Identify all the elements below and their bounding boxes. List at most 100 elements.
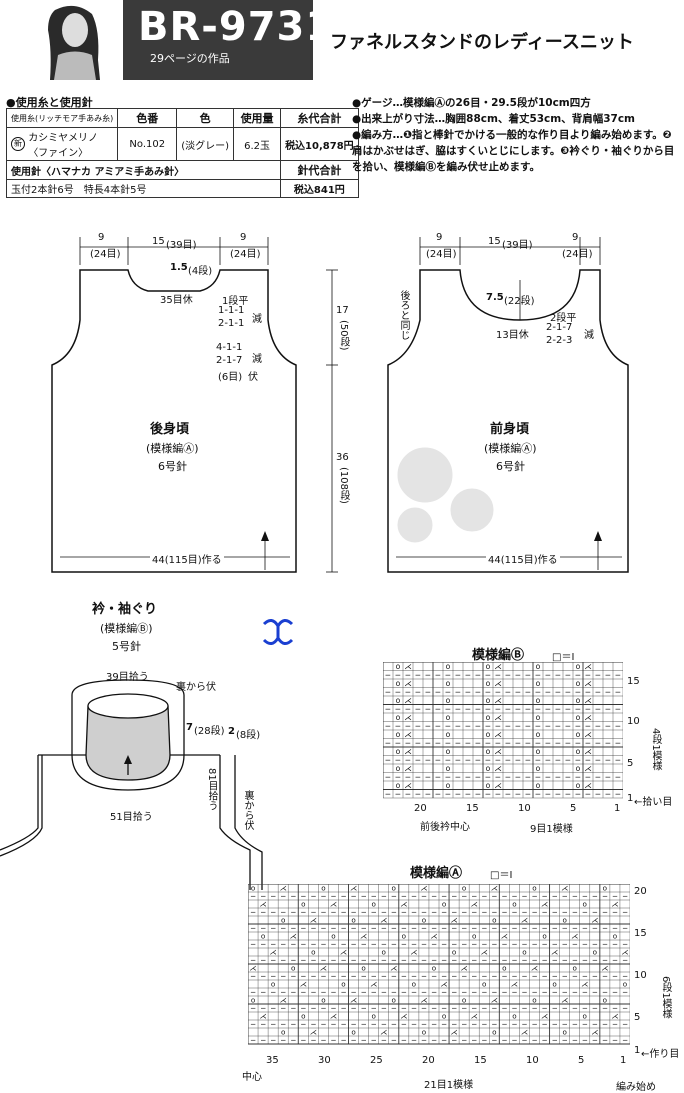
stitch-symbol: − [491, 987, 497, 996]
stitch-symbol: − [280, 1019, 286, 1028]
stitch-symbol: − [441, 971, 447, 980]
stitch-symbol: − [455, 670, 461, 679]
stitch-symbol: − [320, 923, 326, 932]
stitch-symbol: − [415, 670, 421, 679]
stitch-symbol: − [515, 755, 521, 764]
size-note: ●出来上がり寸法…胸囲88cm、着丈53cm、背肩幅37cm [352, 113, 635, 125]
front-bottom: 44 [488, 555, 501, 566]
stitch-symbol: o [271, 979, 275, 988]
stitch-symbol: − [455, 772, 461, 781]
stitch-symbol: o [486, 764, 491, 773]
stitch-symbol: o [536, 662, 541, 671]
stitch-symbol: − [535, 670, 541, 679]
stitch-symbol: − [501, 987, 507, 996]
stitch-symbol: − [471, 923, 477, 932]
stitch-symbol: − [310, 907, 316, 916]
stitch-symbol: ⋌ [404, 747, 412, 756]
stitch-symbol: − [280, 955, 286, 964]
stitch-symbol: − [525, 670, 531, 679]
stitch-symbol: − [531, 939, 537, 948]
chart-a-col-35: 35 [266, 1055, 279, 1066]
stitch-symbol: ⋌ [561, 995, 568, 1004]
needle-label: 使用針〈ハマナカ アミアミ手あみ針〉 [5, 160, 282, 180]
chart-a-row-1: 1 [634, 1045, 641, 1056]
stitch-symbol: o [396, 662, 401, 671]
stitch-symbol: ⋌ [310, 1027, 317, 1036]
stitch-symbol: o [613, 931, 617, 940]
stitch-symbol: − [381, 971, 387, 980]
stitch-symbol: − [371, 1003, 377, 1012]
back-top-right-sts: (24目) [230, 249, 261, 260]
stitch-symbol: ⋌ [494, 679, 502, 688]
stitch-symbol: − [471, 939, 477, 948]
stitch-symbol: − [572, 1019, 578, 1028]
stitch-symbol: o [351, 1027, 355, 1036]
stitch-symbol: ⋌ [581, 979, 588, 988]
stitch-symbol: − [555, 670, 561, 679]
stitch-symbol: − [330, 891, 336, 900]
stitch-symbol: − [475, 755, 481, 764]
stitch-symbol: − [592, 1019, 598, 1028]
stitch-symbol: ⋌ [601, 963, 608, 972]
stitch-symbol: ⋌ [591, 1027, 598, 1036]
stitch-symbol: − [451, 891, 457, 900]
stitch-symbol: − [491, 939, 497, 948]
stitch-symbol: − [495, 789, 501, 798]
stitch-symbol: − [441, 1019, 447, 1028]
stitch-symbol: − [431, 891, 437, 900]
stitch-symbol: o [442, 1011, 446, 1020]
stitch-symbol: − [310, 939, 316, 948]
chart-a-col-1: 1 [620, 1055, 627, 1066]
stitch-symbol: − [521, 1035, 527, 1044]
model-photo [0, 0, 120, 80]
stitch-symbol: − [270, 907, 276, 916]
stitch-symbol: − [411, 971, 417, 980]
stitch-symbol: − [505, 755, 511, 764]
stitch-symbol: − [602, 907, 608, 916]
stitch-symbol: − [405, 789, 411, 798]
stitch-symbol: o [446, 730, 451, 739]
stitch-symbol: ⋌ [420, 995, 427, 1004]
stitch-symbol: − [461, 923, 467, 932]
stitch-symbol: − [521, 971, 527, 980]
stitch-symbol: − [515, 670, 521, 679]
stitch-symbol: o [482, 979, 486, 988]
stitch-symbol: − [542, 987, 548, 996]
stitch-symbol: − [605, 789, 611, 798]
stitch-symbol: ⋌ [390, 963, 397, 972]
back-body-diagram [51, 237, 338, 573]
front-dec2: 2-1-7 [546, 322, 573, 333]
stitch-symbol: − [495, 721, 501, 730]
chart-a-grid: o⋌o⋌o⋌o⋌o⋌o−−−−−−−−−−−−−−−−−−−−−−−−−−−−−… [248, 884, 630, 1045]
stitch-symbol: − [572, 907, 578, 916]
stitch-symbol: − [435, 721, 441, 730]
stitch-symbol: − [475, 670, 481, 679]
stitch-symbol: − [300, 955, 306, 964]
front-top-right: 9 [572, 232, 579, 243]
stitch-symbol: − [505, 772, 511, 781]
collar-title: 衿・袖ぐり [92, 602, 158, 617]
stitch-symbol: o [576, 781, 581, 790]
back-arm1: 4-1-1 [216, 342, 243, 353]
stitch-symbol: − [411, 1035, 417, 1044]
stitch-symbol: o [462, 995, 466, 1004]
stitch-symbol: o [552, 979, 556, 988]
back-dec3: 2-1-1 [218, 318, 245, 329]
back-height-upper: 17 [336, 305, 349, 316]
stitch-symbol: − [615, 721, 621, 730]
stitch-symbol: − [505, 738, 511, 747]
stitch-symbol: − [395, 687, 401, 696]
stitch-symbol: − [250, 1035, 256, 1044]
stitch-symbol: o [396, 764, 401, 773]
stitch-symbol: − [552, 971, 558, 980]
stitch-symbol: − [250, 987, 256, 996]
stitch-symbol: − [421, 1003, 427, 1012]
stitch-symbol: − [585, 789, 591, 798]
back-dec1: 1段平 [222, 296, 249, 307]
stitch-symbol: − [250, 971, 256, 980]
stitch-symbol: − [582, 955, 588, 964]
stitch-symbol: − [421, 891, 427, 900]
stitch-symbol: − [415, 687, 421, 696]
stitch-symbol: − [361, 1035, 367, 1044]
stitch-symbol: o [462, 884, 466, 892]
